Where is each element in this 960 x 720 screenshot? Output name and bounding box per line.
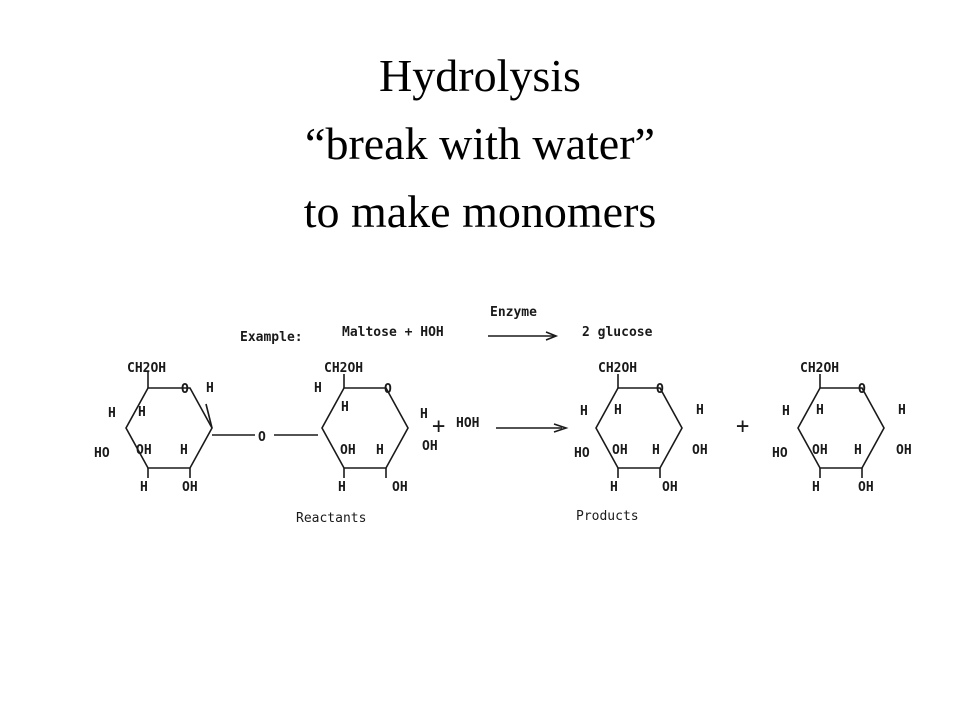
ring-oxygen: O: [858, 382, 866, 397]
plus-sign-products: +: [736, 414, 749, 439]
slide-title-area: Hydrolysis “break with water” to make mo…: [0, 0, 960, 260]
h-c3: H: [140, 480, 148, 495]
ring-oxygen: O: [384, 382, 392, 397]
h-c4: H: [580, 404, 588, 419]
oh-c1: OH: [422, 439, 438, 454]
ring-oxygen: O: [656, 382, 664, 397]
ho-c4: HO: [574, 446, 590, 461]
h-c3: H: [812, 480, 820, 495]
oh-c2: OH: [182, 480, 198, 495]
plus-sign-reactants: +: [432, 414, 445, 439]
ho-c4: HO: [94, 446, 110, 461]
maltose-ring-left: CH2OH O H H H HO OH H H OH: [94, 361, 214, 495]
h-c5: H: [138, 405, 146, 420]
reactants-caption: Reactants: [296, 511, 366, 526]
water-reactant: + HOH: [432, 414, 569, 439]
ch2oh-label: CH2OH: [127, 361, 166, 376]
anomeric-h-bond: [205, 403, 213, 429]
ring-oxygen: O: [181, 382, 189, 397]
oh-c3: OH: [340, 443, 356, 458]
title-line-1: Hydrolysis: [379, 50, 581, 101]
h-anomeric: H: [420, 407, 428, 422]
equation-left: Maltose + HOH: [342, 325, 444, 340]
water-label: HOH: [456, 416, 479, 431]
title-line-3: to make monomers: [303, 186, 657, 237]
glucose-ring-2: CH2OH O H H H HO OH H OH H OH: [772, 361, 912, 495]
ho-c4: HO: [772, 446, 788, 461]
enzyme-arrow-head: [545, 331, 559, 341]
products-caption: Products: [576, 509, 639, 524]
h-c5: H: [341, 400, 349, 415]
reaction-arrow-head: [553, 423, 569, 433]
h-c1: H: [898, 403, 906, 418]
oh-c2: OH: [858, 480, 874, 495]
glycosidic-bridge: O: [212, 430, 318, 445]
h-c4: H: [314, 381, 322, 396]
h-c5: H: [614, 403, 622, 418]
oh-c3: OH: [136, 443, 152, 458]
ring-bonds: [797, 387, 885, 469]
h-c5: H: [816, 403, 824, 418]
h-c2: H: [652, 443, 660, 458]
example-equation: Example: Maltose + HOH Enzyme 2 glucose: [240, 305, 653, 345]
h-c2: H: [854, 443, 862, 458]
ch2oh-label: CH2OH: [324, 361, 363, 376]
h-c2: H: [376, 443, 384, 458]
oh-c1: OH: [896, 443, 912, 458]
h-c3: H: [610, 480, 618, 495]
oh-c2: OH: [662, 480, 678, 495]
h-c4: H: [782, 404, 790, 419]
ch2oh-label: CH2OH: [598, 361, 637, 376]
h-c4: H: [108, 406, 116, 421]
enzyme-label: Enzyme: [490, 305, 537, 320]
h-anomeric: H: [206, 381, 214, 396]
bridge-oxygen: O: [258, 430, 266, 445]
maltose-ring-right: CH2OH O H H H OH H OH H OH: [314, 361, 438, 495]
oh-c3: OH: [812, 443, 828, 458]
oh-c1: OH: [692, 443, 708, 458]
oh-c2: OH: [392, 480, 408, 495]
h-c2: H: [180, 443, 188, 458]
slide-title: Hydrolysis “break with water” to make mo…: [0, 42, 960, 246]
ring-bonds: [321, 387, 409, 469]
ring-bonds: [595, 387, 683, 469]
h-c1: H: [696, 403, 704, 418]
title-line-2: “break with water”: [305, 118, 655, 169]
glucose-ring-1: CH2OH O H H H HO OH H OH H OH: [574, 361, 708, 495]
ch2oh-label: CH2OH: [800, 361, 839, 376]
hydrolysis-diagram: Example: Maltose + HOH Enzyme 2 glucose …: [94, 305, 912, 526]
example-label: Example:: [240, 330, 303, 345]
oh-c3: OH: [612, 443, 628, 458]
equation-right: 2 glucose: [582, 325, 653, 340]
h-c3: H: [338, 480, 346, 495]
